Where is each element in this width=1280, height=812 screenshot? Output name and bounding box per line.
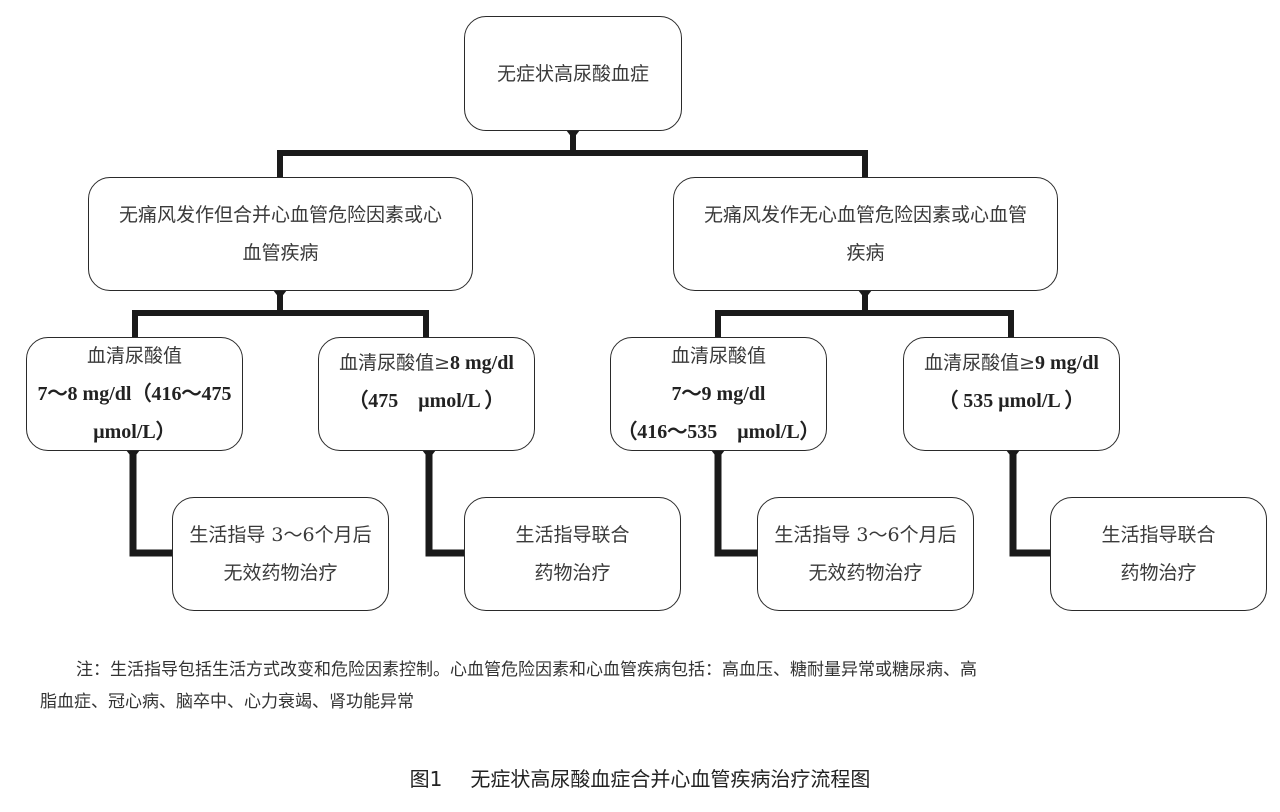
threshold-node-ge-9: 血清尿酸值≥9 mg/dl （ 535 μmol/L ） <box>903 337 1120 451</box>
action-label-line: 生活指导联合 <box>515 524 630 546</box>
threshold-label: 血清尿酸值≥ <box>924 352 1035 374</box>
figure-number: 图1 <box>409 767 443 791</box>
action-label-line: 生活指导联合 <box>1101 524 1216 546</box>
action-node-lifestyle-plus-drug: 生活指导联合 药物治疗 <box>1050 497 1267 611</box>
threshold-node-7-8: 血清尿酸值 7～8 mg/dl（416～475 μmol/L） <box>26 337 243 451</box>
footnote: 注：生活指导包括生活方式改变和危险因素控制。心血管危险因素和心血管疾病包括：高血… <box>40 654 1240 718</box>
action-node-lifestyle-plus-drug: 生活指导联合 药物治疗 <box>464 497 681 611</box>
branch-label-line: 血管疾病 <box>242 242 319 264</box>
footnote-line: 注：生活指导包括生活方式改变和危险因素控制。心血管危险因素和心血管疾病包括：高血… <box>76 660 977 680</box>
branch-node-without-cv-risk: 无痛风发作无心血管危险因素或心血管 疾病 <box>673 177 1058 291</box>
branch-node-with-cv-risk: 无痛风发作但合并心血管危险因素或心 血管疾病 <box>88 177 473 291</box>
threshold-label: 血清尿酸值 <box>670 345 766 367</box>
threshold-label: 血清尿酸值≥ <box>339 352 450 374</box>
branch-label-line: 无痛风发作无心血管危险因素或心血管 <box>703 204 1027 226</box>
root-node: 无症状高尿酸血症 <box>464 16 682 131</box>
threshold-value: 7～9 mg/dl <box>671 383 766 405</box>
connector-threshold-4 <box>1006 441 1050 557</box>
connector-threshold-1 <box>126 441 172 557</box>
threshold-value-umol: （ 535 μmol/L ） <box>938 390 1085 412</box>
threshold-value-umol: （416～535 μmol/L） <box>617 421 820 443</box>
action-label-line: 无效药物治疗 <box>223 562 338 584</box>
threshold-value: 9 mg/dl <box>1035 352 1099 374</box>
action-node-lifestyle-then-drug: 生活指导 3～6个月后 无效药物治疗 <box>757 497 974 611</box>
action-label-line: 药物治疗 <box>1120 562 1197 584</box>
threshold-node-7-9: 血清尿酸值 7～9 mg/dl （416～535 μmol/L） <box>610 337 827 451</box>
action-label-line: 药物治疗 <box>534 562 611 584</box>
branch-label-line: 无痛风发作但合并心血管危险因素或心 <box>118 204 442 226</box>
threshold-value-umol: （475 μmol/L ） <box>348 390 505 412</box>
connector-threshold-2 <box>422 441 464 557</box>
figure-title: 无症状高尿酸血症合并心血管疾病治疗流程图 <box>470 767 871 791</box>
threshold-label: 血清尿酸值 <box>86 345 182 367</box>
action-label-line: 生活指导 3～6个月后 <box>774 524 957 546</box>
connector-threshold-3 <box>711 441 757 557</box>
action-label-line: 生活指导 3～6个月后 <box>189 524 372 546</box>
action-node-lifestyle-then-drug: 生活指导 3～6个月后 无效药物治疗 <box>172 497 389 611</box>
figure-caption: 图1 无症状高尿酸血症合并心血管疾病治疗流程图 <box>0 763 1280 792</box>
connector-lines <box>126 121 1050 557</box>
footnote-line: 脂血症、冠心病、脑卒中、心力衰竭、肾功能异常 <box>40 692 414 712</box>
threshold-value: 8 mg/dl <box>450 352 514 374</box>
threshold-value: 7～8 mg/dl（416～475 <box>37 383 232 405</box>
threshold-value-umol: μmol/L） <box>93 421 176 443</box>
threshold-node-ge-8: 血清尿酸值≥8 mg/dl （475 μmol/L ） <box>318 337 535 451</box>
root-label: 无症状高尿酸血症 <box>496 62 649 85</box>
action-label-line: 无效药物治疗 <box>808 562 923 584</box>
branch-label-line: 疾病 <box>846 242 885 264</box>
